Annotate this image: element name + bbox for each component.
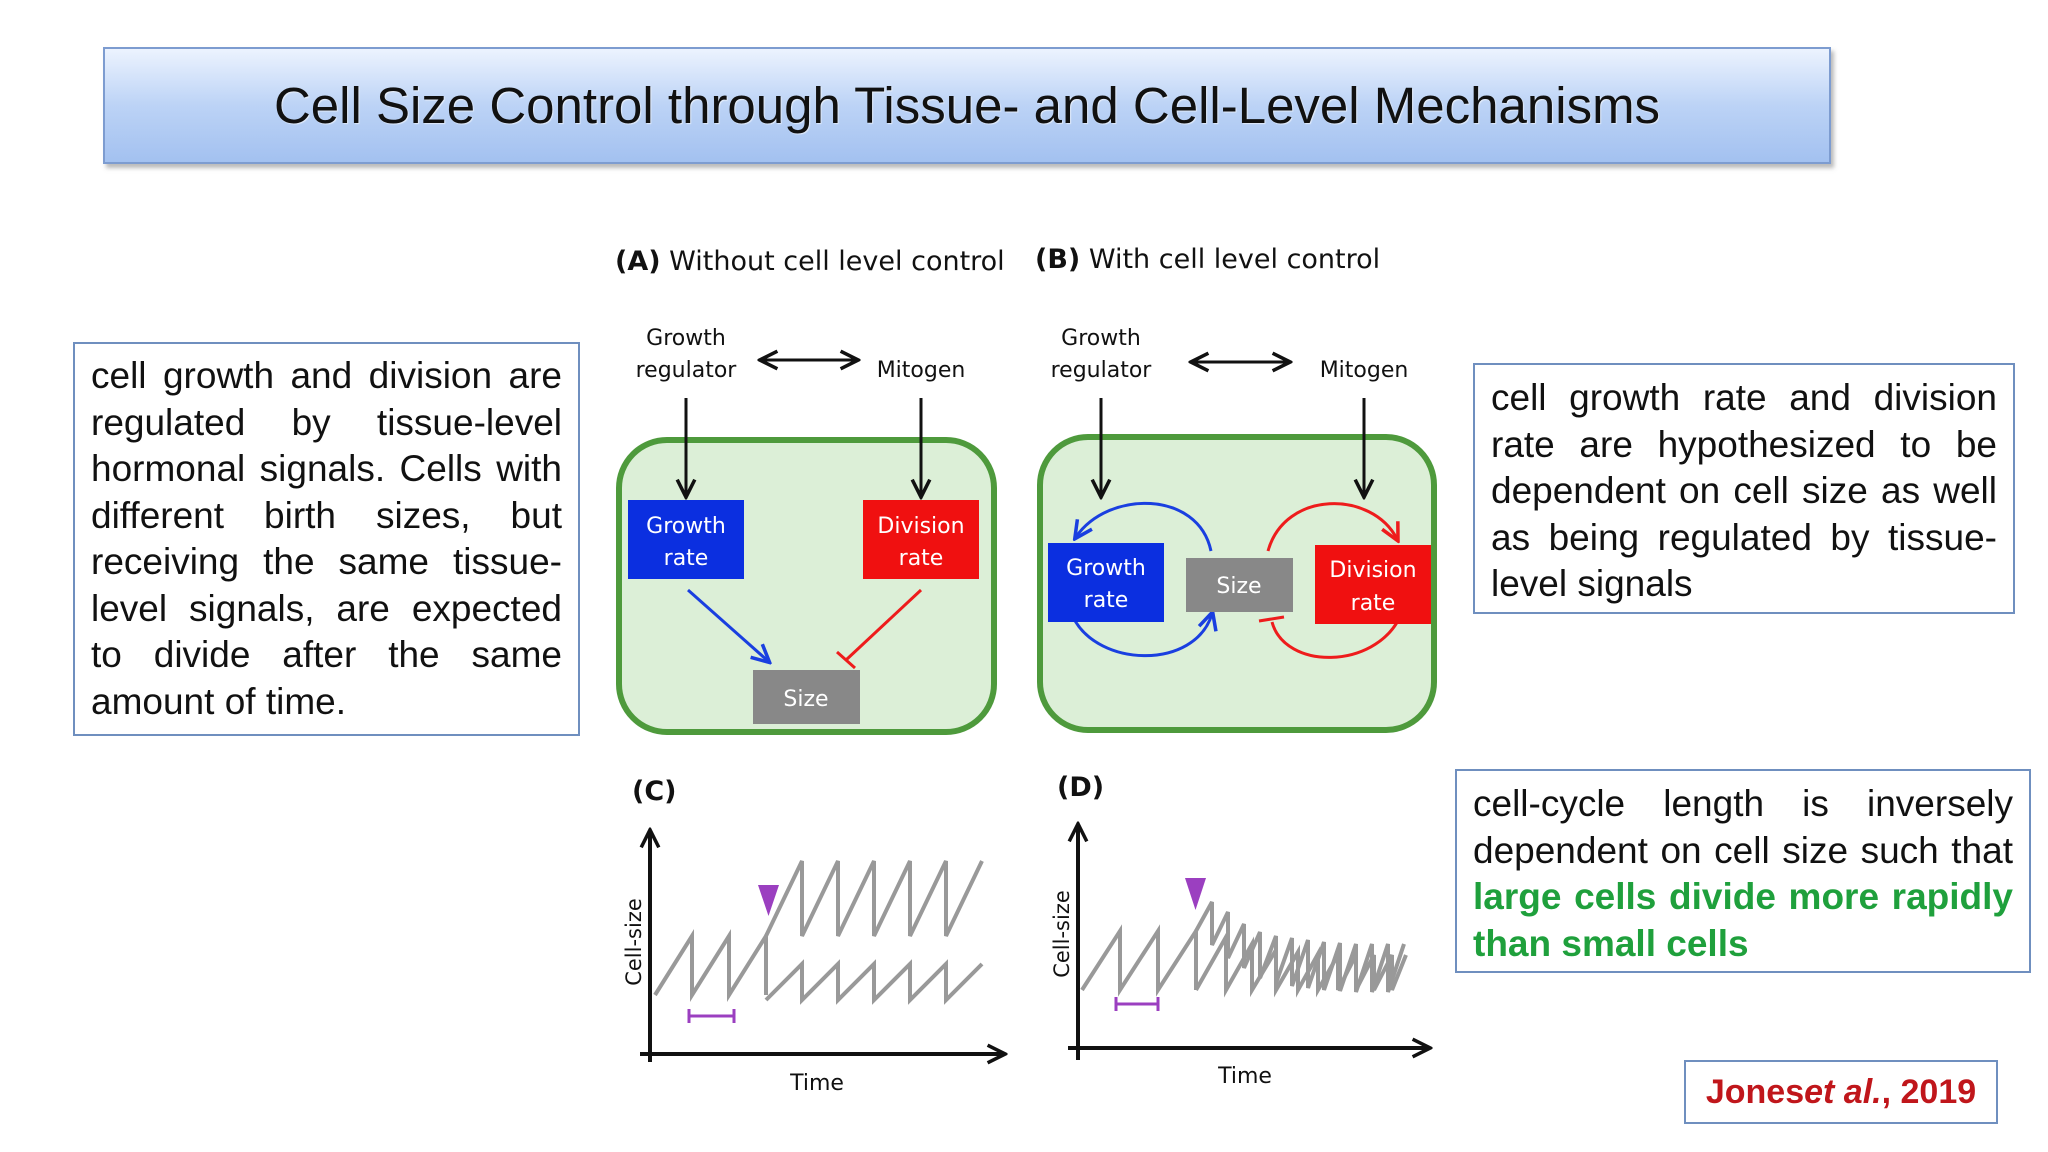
panel-b-growth-regulator-label-2: regulator [1051, 358, 1153, 383]
panel-b-growth-regulator-label-1: Growth [1061, 326, 1141, 351]
panel-a-growth-regulator-label-1: Growth [646, 326, 726, 351]
tissue-level-text: cell growth and division are regulated b… [91, 355, 562, 722]
panel-b-inhibit-bar [1258, 615, 1285, 623]
panel-d-x-label: Time [1217, 1064, 1272, 1089]
panel-a-title: Without cell level control [661, 246, 1005, 277]
panel-d-trace-small [1194, 929, 1408, 998]
panel-b-division-rate-label-1: Division [1329, 558, 1416, 583]
panel-c-x-label: Time [789, 1071, 844, 1096]
cell-level-text: cell growth rate and division rate are h… [1491, 377, 1997, 604]
panel-a-growth-regulator-label-2: regulator [636, 358, 738, 383]
panel-b-letter: (B) [1035, 244, 1080, 275]
panel-c-division-marker [758, 885, 779, 916]
panel-c-trace-small [764, 959, 984, 1005]
panel-b-division-inhibit-curve [1270, 616, 1402, 659]
panel-b-growth-rate-box [1048, 543, 1164, 622]
panel-a-mitogen-label: Mitogen [877, 358, 966, 383]
panel-b-size-label: Size [1216, 574, 1261, 599]
text-box-tissue-level: cell growth and division are regulated b… [73, 342, 580, 736]
panel-a-growth-to-size-arrow [687, 588, 768, 661]
panel-d-trace-shared [1080, 924, 1198, 997]
citation-box: Jones et al., 2019 [1684, 1060, 1998, 1124]
panel-c: (C) Cell-size Time [622, 776, 1003, 1096]
panel-a-division-rate-label-1: Division [877, 514, 964, 539]
panel-c-letter: (C) [632, 776, 677, 807]
panel-d-division-marker [1185, 878, 1206, 910]
cell-cycle-text: cell-cycle length is inversely dependent… [1473, 781, 2013, 967]
panel-a-letter: (A) [615, 246, 661, 277]
panel-a-size-box [753, 670, 860, 724]
panel-a-division-rate-label-2: rate [899, 546, 944, 571]
panel-b-mitogen-label: Mitogen [1320, 358, 1409, 383]
panel-a-division-inhibit-line [844, 588, 923, 662]
text-box-cell-level: cell growth rate and division rate are h… [1473, 363, 2015, 614]
panel-b-growth-rate-label-2: rate [1084, 588, 1129, 613]
panel-a-growth-rate-label-2: rate [664, 546, 709, 571]
panel-b-growth-rate-label-1: Growth [1066, 556, 1146, 581]
panel-b: (B) With cell level control Growth regul… [1035, 244, 1437, 733]
panel-d: (D) Cell-size Time [1050, 772, 1428, 1089]
citation-etal: et al. [1804, 1072, 1882, 1111]
panel-d-letter: (D) [1057, 772, 1104, 803]
panel-b-division-rate-label-2: rate [1351, 591, 1396, 616]
slide-title: Cell Size Control through Tissue- and Ce… [273, 77, 1661, 134]
panel-b-division-feedback-top [1266, 502, 1397, 552]
panel-a-growth-rate-label-1: Growth [646, 514, 726, 539]
citation-year: , 2019 [1881, 1072, 1977, 1111]
citation-author: Jones [1705, 1072, 1805, 1111]
panel-b-division-rate-box [1315, 545, 1431, 624]
panel-d-y-label: Cell-size [1050, 890, 1074, 978]
panel-b-growth-feedback-bottom [1071, 614, 1212, 657]
panel-b-size-box [1186, 558, 1293, 612]
panel-b-growth-feedback-top [1076, 501, 1213, 552]
cell-cycle-text-main: cell-cycle length is inversely dependent… [1473, 783, 2013, 871]
panel-a-size-label: Size [783, 687, 828, 712]
panel-c-trace-shared [653, 929, 768, 1002]
text-box-cell-cycle: cell-cycle length is inversely dependent… [1455, 769, 2031, 973]
panel-b-title: With cell level control [1080, 244, 1380, 275]
panel-a-division-rate-box [863, 500, 979, 579]
title-banner: Cell Size Control through Tissue- and Ce… [103, 47, 1831, 164]
panel-a: (A) Without cell level control Growth re… [615, 246, 1005, 735]
panel-a-inhibit-bar [836, 650, 856, 670]
cell-cycle-highlight: large cells divide more rapidly than sma… [1473, 876, 2013, 964]
panel-c-trace-large [764, 860, 984, 937]
panel-a-caption: (A) Without cell level control [615, 246, 1005, 277]
panel-b-caption: (B) With cell level control [1035, 244, 1380, 275]
panel-c-y-label: Cell-size [622, 898, 646, 986]
panel-a-growth-rate-box [628, 500, 744, 579]
